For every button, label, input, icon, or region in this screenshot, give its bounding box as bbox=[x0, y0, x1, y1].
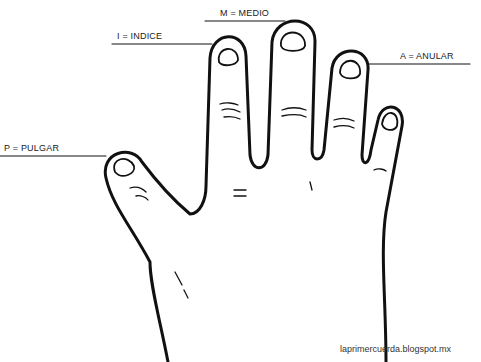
watermark: laprimercuerda.blogspot.mx bbox=[340, 344, 451, 355]
finger-label: A = ANULAR bbox=[400, 51, 454, 62]
hand-outline bbox=[105, 21, 402, 362]
finger-label: I = INDICE bbox=[117, 31, 162, 42]
finger-label: M = MEDIO bbox=[220, 8, 269, 19]
leader-lines bbox=[0, 21, 470, 156]
knuckle-creases bbox=[130, 103, 386, 298]
finger-label: P = PULGAR bbox=[4, 143, 59, 154]
finger-nails bbox=[114, 33, 397, 176]
